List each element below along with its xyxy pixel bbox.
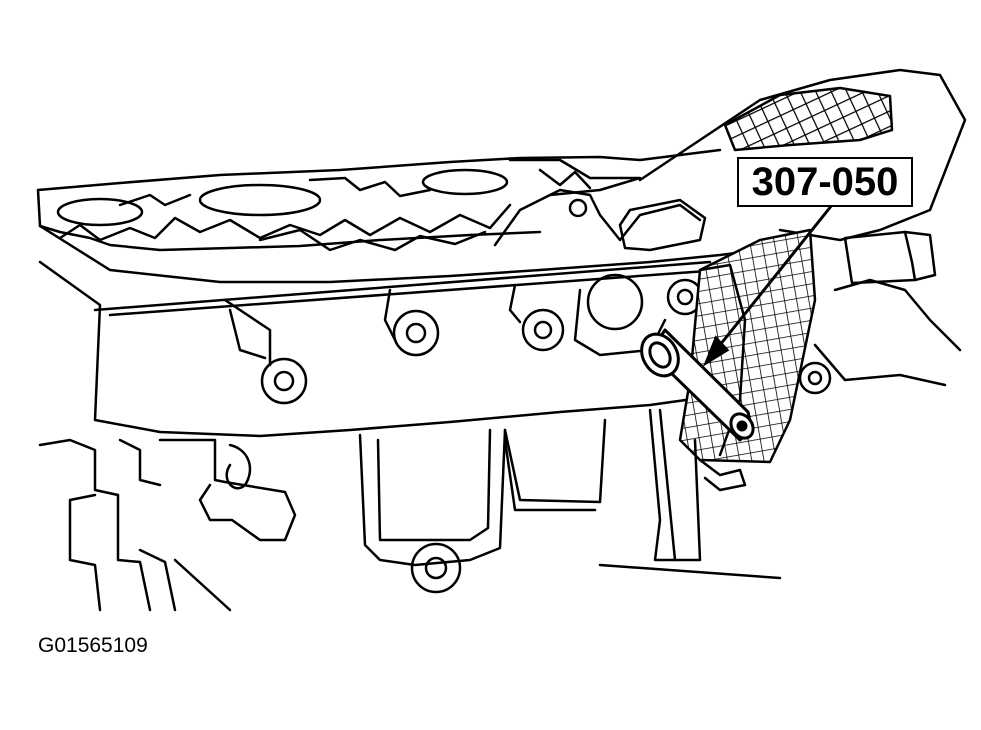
tool-number-callout: 307-050 (737, 157, 913, 207)
right-housing-outline (638, 68, 967, 242)
callout-arrow (702, 204, 834, 367)
hatched-cover (723, 86, 894, 152)
sensor-connector (158, 438, 297, 542)
boss-2 (392, 309, 440, 357)
head-side (38, 260, 702, 438)
chamber-3 (421, 168, 509, 196)
chamber-2 (198, 183, 322, 217)
lower-block (358, 428, 507, 567)
boss-1 (260, 357, 308, 405)
boss-4 (586, 273, 644, 331)
tool-pin (640, 328, 755, 442)
figure-id-label: G01565109 (38, 634, 148, 657)
boss-3 (521, 308, 565, 352)
chamber-1 (56, 197, 144, 227)
cylinder-head-top (36, 148, 722, 192)
